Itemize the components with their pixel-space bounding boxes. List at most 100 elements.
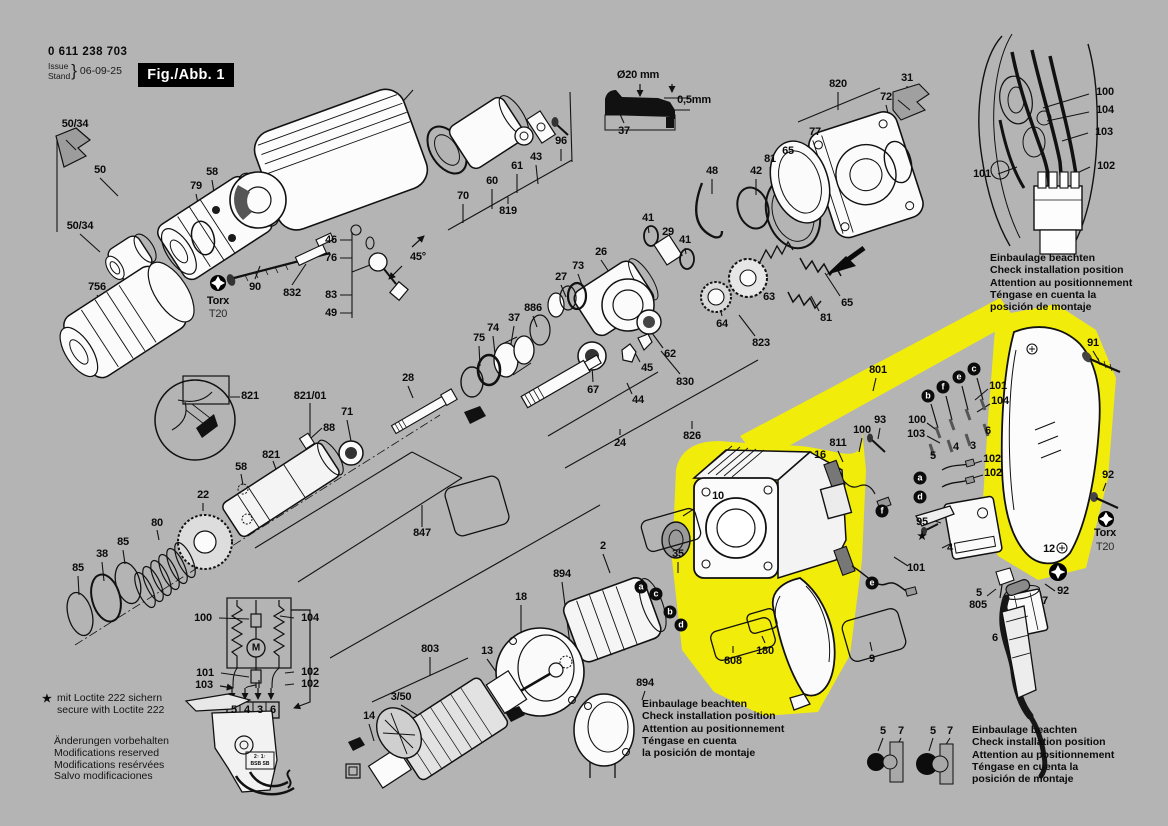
part-label: 104 — [991, 395, 1009, 407]
motor-symbol-label: M — [251, 642, 261, 654]
part-label: 61 — [511, 160, 523, 172]
part-label: T20 — [208, 308, 228, 320]
part-label: 104 — [301, 612, 319, 624]
part-label: 100 — [853, 424, 871, 436]
part-label: 100 — [1096, 86, 1114, 98]
part-label: 91 — [1087, 337, 1099, 349]
piston-gear-train-drawing — [547, 225, 794, 337]
part-label: 3/50 — [390, 691, 412, 703]
circuit-schematic-drawing — [184, 597, 295, 796]
part-label: 70 — [457, 190, 469, 202]
part-label: 93 — [874, 414, 886, 426]
part-label: 90 — [249, 281, 261, 293]
part-label: 24 — [614, 437, 626, 449]
pins-832-drawing — [294, 232, 335, 267]
connection-letter-badge: d — [913, 490, 927, 504]
part-label: 820 — [829, 78, 847, 90]
part-label: 4 — [244, 704, 250, 716]
part-label: 756 — [88, 281, 106, 293]
part-label: Torx — [1093, 527, 1117, 539]
part-label: 73 — [572, 260, 584, 272]
part-label: 102 — [983, 453, 1001, 465]
part-label: 821 — [262, 449, 280, 461]
part-label: 13 — [481, 645, 493, 657]
part-label: 4 — [953, 441, 959, 453]
part-number: 0 611 238 703 — [48, 46, 128, 58]
part-label: 102 — [984, 467, 1002, 479]
part-label: 7 — [947, 725, 953, 737]
part-label: 64 — [716, 318, 728, 330]
part-label: 88 — [323, 422, 335, 434]
part-label: 31 — [901, 72, 913, 84]
connection-letter-badge: c — [967, 362, 981, 376]
part-label: 18 — [515, 591, 527, 603]
part-label: 79 — [190, 180, 202, 192]
connection-letter-badge: e — [865, 576, 879, 590]
part-label: 72 — [880, 91, 892, 103]
fan-guard-894-drawing — [573, 693, 635, 778]
part-label: 85 — [72, 562, 84, 574]
chuck-756-drawing — [59, 261, 195, 379]
part-label: 44 — [632, 394, 644, 406]
part-label: 886 — [524, 302, 542, 314]
part-label: 14 — [363, 710, 375, 722]
stator-2-drawing — [562, 577, 667, 663]
part-label: 101 — [196, 667, 214, 679]
part-label: 101 — [907, 562, 925, 574]
switch-marking: 2↑ 1↑ — [254, 754, 266, 760]
part-label: 847 — [413, 527, 431, 539]
part-label: 63 — [763, 291, 775, 303]
cross-section-detail-37 — [604, 90, 676, 131]
part-label: 16 — [814, 449, 826, 461]
part-label: 45° — [409, 251, 427, 263]
part-label: 50 — [94, 164, 106, 176]
part-label: 5 — [231, 704, 237, 716]
part-label: 12 — [1043, 543, 1055, 555]
selector-knob-drawing — [350, 224, 409, 302]
part-label: 103 — [195, 679, 213, 691]
part-label: 45 — [641, 362, 653, 374]
part-label: 50/34 — [61, 118, 89, 130]
part-label: 46 — [325, 234, 337, 246]
part-label: 29 — [662, 226, 674, 238]
part-label: 42 — [750, 165, 762, 177]
motor-housing-drawing — [661, 445, 847, 711]
part-label: 5 — [930, 450, 936, 462]
detail-pairs-drawing — [867, 741, 954, 785]
ring-79-drawing — [190, 206, 236, 256]
connection-letter-badge: f — [936, 380, 950, 394]
part-label: 26 — [595, 246, 607, 258]
part-label: 38 — [96, 548, 108, 560]
connection-letter-badge: e — [952, 370, 966, 384]
part-label: 65 — [841, 297, 853, 309]
part-label: 95 — [916, 516, 928, 528]
part-label: 102 — [301, 666, 319, 678]
switch-marking: BSB SB — [250, 761, 270, 767]
part-label: 180 — [756, 645, 774, 657]
part-label: 100 — [194, 612, 212, 624]
part-label: 49 — [325, 307, 337, 319]
part-label: 0,5mm — [677, 94, 711, 106]
part-label: 100 — [908, 414, 926, 426]
torx-icon — [210, 275, 226, 291]
part-label: 41 — [679, 234, 691, 246]
connection-letter-badge: b — [921, 389, 935, 403]
part-label: 67 — [587, 384, 599, 396]
chuck-detail-821-drawing — [154, 375, 236, 461]
part-label: 22 — [197, 489, 209, 501]
part-label: 50/34 — [66, 220, 94, 232]
part-label: 81 — [764, 153, 776, 165]
part-label: 104 — [1096, 104, 1114, 116]
part-label: 7 — [1042, 595, 1048, 607]
handle-cover-drawing — [1000, 326, 1121, 565]
part-label: 76 — [325, 252, 337, 264]
part-label: Ø20 mm — [616, 69, 660, 81]
clamp-5034-drawing — [55, 127, 91, 168]
part-label: 803 — [421, 643, 439, 655]
issue-stand-row: Issue Stand } 06-09-25 — [48, 61, 122, 81]
figure-badge: Fig./Abb. 1 — [138, 63, 234, 87]
